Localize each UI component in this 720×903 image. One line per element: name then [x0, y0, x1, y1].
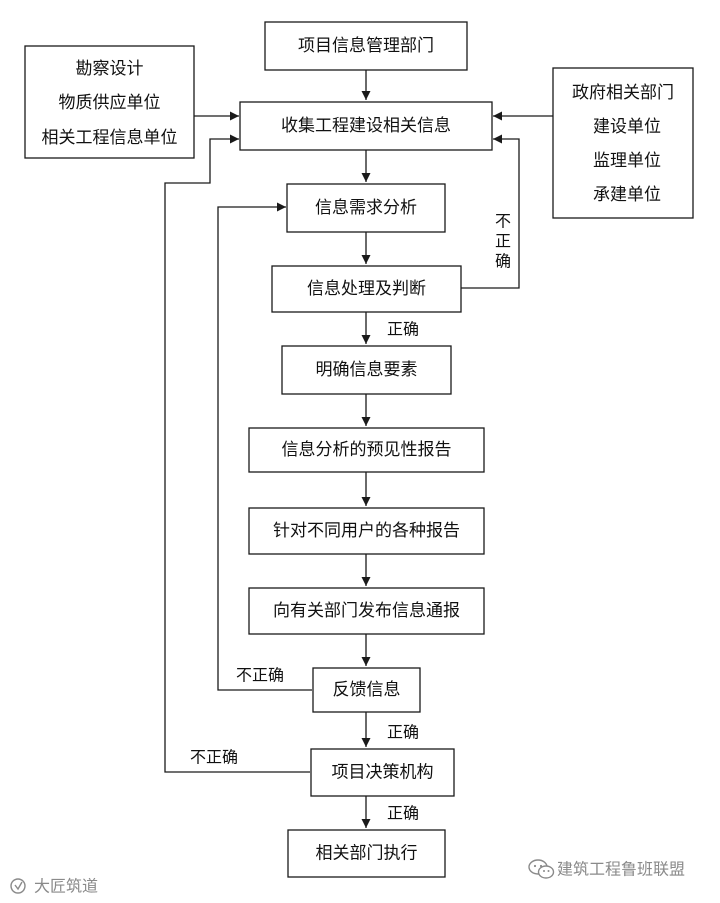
node-clarify-label: 明确信息要素	[316, 360, 418, 380]
edge-label-incorrect-decision: 不正确	[190, 748, 238, 767]
node-mgmt-label: 项目信息管理部门	[298, 36, 434, 56]
edge-decision-back-to-collect	[164, 134, 310, 773]
node-forecast: 信息分析的预见性报告	[248, 427, 485, 473]
watermark-right: 建筑工程鲁班联盟	[528, 859, 685, 879]
watermark-right-text: 建筑工程鲁班联盟	[557, 860, 685, 879]
node-decision: 项目决策机构	[310, 748, 455, 797]
node-reports-label: 针对不同用户的各种报告	[273, 521, 460, 541]
edge-label-correct-3: 正确	[387, 804, 419, 823]
edge-process-back-to-collect	[461, 134, 520, 289]
node-reports: 针对不同用户的各种报告	[248, 507, 485, 555]
edge-label-incorrect-feedback: 不正确	[236, 666, 284, 685]
node-survey-line-1: 勘察设计	[76, 59, 144, 79]
edge-label-incorrect-vertical-char-2: 正	[495, 232, 511, 251]
watermark-left: 大匠筑道	[10, 877, 98, 896]
node-gov-line-2: 建设单位	[593, 117, 661, 137]
node-collect-label: 收集工程建设相关信息	[281, 116, 451, 136]
watermark-left-text: 大匠筑道	[34, 877, 98, 896]
node-survey: 勘察设计 物质供应单位 相关工程信息单位	[24, 45, 195, 159]
node-demand-label: 信息需求分析	[315, 198, 417, 218]
node-collect: 收集工程建设相关信息	[239, 101, 493, 151]
node-mgmt: 项目信息管理部门	[264, 21, 468, 71]
node-feedback: 反馈信息	[312, 667, 421, 713]
node-survey-line-3: 相关工程信息单位	[42, 128, 178, 148]
node-execute: 相关部门执行	[287, 829, 446, 878]
edge-label-incorrect-vertical-char-3: 确	[495, 252, 511, 271]
node-feedback-label: 反馈信息	[333, 680, 401, 700]
node-publish: 向有关部门发布信息通报	[248, 587, 485, 635]
node-gov-line-4: 承建单位	[593, 185, 661, 205]
logo-mark-icon	[10, 878, 26, 894]
wechat-icon	[528, 859, 555, 879]
edge-label-incorrect-vertical: 不 正 确	[495, 212, 511, 271]
edge-label-correct-1: 正确	[387, 320, 419, 339]
node-publish-label: 向有关部门发布信息通报	[273, 601, 460, 621]
node-gov-line-1: 政府相关部门	[572, 83, 674, 103]
node-demand: 信息需求分析	[286, 183, 446, 233]
node-survey-line-2: 物质供应单位	[59, 93, 161, 113]
node-decision-label: 项目决策机构	[332, 763, 434, 783]
node-execute-label: 相关部门执行	[316, 844, 418, 864]
edge-label-correct-2: 正确	[387, 723, 419, 742]
edge-label-incorrect-vertical-char-1: 不	[495, 212, 511, 231]
node-process-label: 信息处理及判断	[307, 279, 426, 299]
node-gov: 政府相关部门 建设单位 监理单位 承建单位	[552, 67, 694, 219]
edges	[164, 70, 553, 828]
node-process: 信息处理及判断	[271, 265, 462, 313]
node-forecast-label: 信息分析的预见性报告	[282, 440, 452, 460]
node-gov-line-3: 监理单位	[593, 151, 661, 171]
node-clarify: 明确信息要素	[281, 345, 452, 395]
edge-feedback-back-to-demand	[217, 202, 312, 691]
